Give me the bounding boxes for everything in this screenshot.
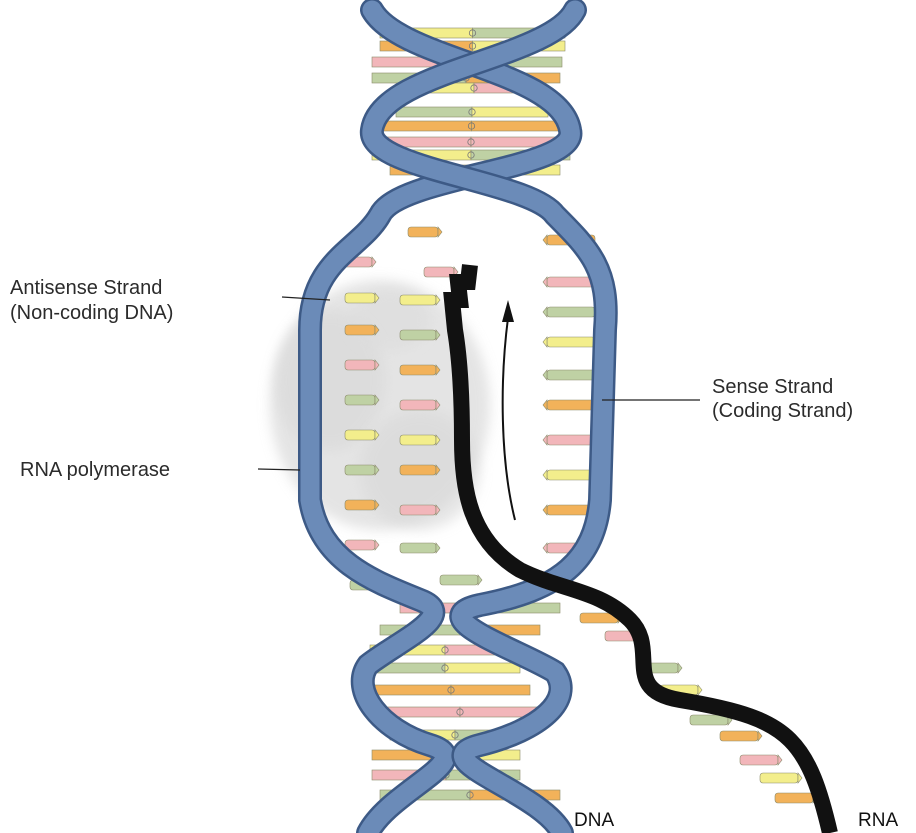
direction-arrow	[502, 300, 515, 520]
base-nucleotide	[400, 330, 436, 340]
base-right	[472, 107, 548, 117]
base-tip	[678, 663, 682, 673]
base-right	[445, 663, 520, 673]
base-nucleotide	[400, 435, 436, 445]
rna-label: RNA	[858, 810, 898, 831]
base-nucleotide	[345, 360, 375, 370]
base-nucleotide	[345, 325, 375, 335]
base-right	[472, 121, 566, 131]
base-tip	[543, 277, 547, 287]
base-tip	[698, 685, 702, 695]
base-nucleotide	[400, 400, 436, 410]
base-nucleotide	[440, 575, 478, 585]
base-nucleotide	[345, 395, 375, 405]
base-nucleotide	[547, 277, 595, 287]
base-nucleotide	[775, 793, 813, 803]
base-nucleotide	[720, 731, 758, 741]
base-nucleotide	[345, 430, 375, 440]
antisense-label-line1: Antisense Strand	[10, 277, 162, 299]
base-tip	[543, 370, 547, 380]
base-tip	[543, 435, 547, 445]
polymerase-label: RNA polymerase	[20, 459, 170, 481]
base-tip	[478, 575, 482, 585]
base-left	[378, 121, 472, 131]
base-tip	[543, 307, 547, 317]
base-nucleotide	[547, 400, 595, 410]
base-nucleotide	[400, 543, 436, 553]
base-nucleotide	[345, 293, 375, 303]
antisense-label-line2: (Non-coding DNA)	[10, 302, 173, 324]
base-tip	[372, 257, 376, 267]
base-tip	[543, 505, 547, 515]
sense-label-line2: (Coding Strand)	[712, 400, 853, 422]
base-left	[372, 685, 451, 695]
base-tip	[543, 235, 547, 245]
base-tip	[778, 755, 782, 765]
base-tip	[375, 540, 379, 550]
base-nucleotide	[400, 295, 436, 305]
base-tip	[438, 227, 442, 237]
base-nucleotide	[345, 500, 375, 510]
base-nucleotide	[400, 505, 436, 515]
base-tip	[798, 773, 802, 783]
base-nucleotide	[760, 773, 798, 783]
base-nucleotide	[547, 470, 595, 480]
base-tip	[543, 543, 547, 553]
base-nucleotide	[345, 465, 375, 475]
sense-label-line1: Sense Strand	[712, 376, 833, 398]
base-tip	[543, 400, 547, 410]
base-right	[451, 685, 530, 695]
base-nucleotide	[400, 465, 436, 475]
base-nucleotide	[547, 307, 595, 317]
base-nucleotide	[547, 337, 595, 347]
base-tip	[543, 337, 547, 347]
base-nucleotide	[400, 365, 436, 375]
base-nucleotide	[408, 227, 438, 237]
base-left	[396, 107, 472, 117]
dna-label: DNA	[574, 810, 614, 831]
base-nucleotide	[740, 755, 778, 765]
base-tip	[758, 731, 762, 741]
base-nucleotide	[547, 370, 595, 380]
base-nucleotide	[345, 540, 375, 550]
base-tip	[543, 470, 547, 480]
base-tip	[436, 543, 440, 553]
base-nucleotide	[547, 435, 595, 445]
